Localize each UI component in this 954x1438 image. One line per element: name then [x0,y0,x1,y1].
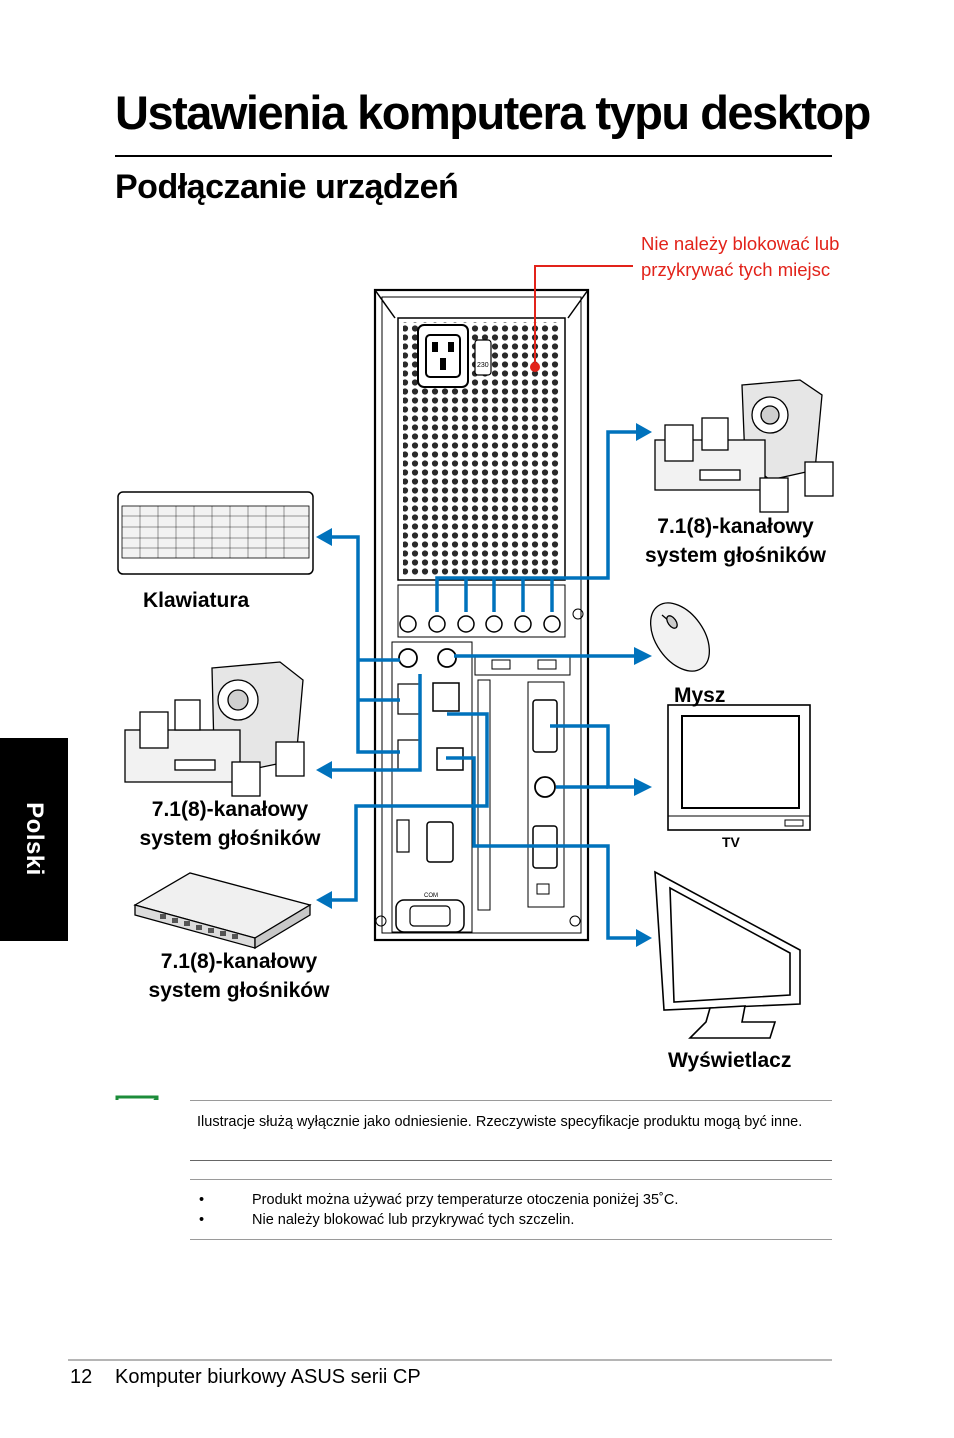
note-text: Ilustracje służą wyłącznie jako odniesie… [197,1114,803,1130]
speaker-system-illustration-left [124,661,305,797]
page-title: Ustawienia komputera typu desktop [115,86,871,139]
monitor-illustration [654,870,801,1039]
tv-label: TV [722,834,740,850]
page-footer: 12 Komputer biurkowy ASUS serii CP [70,1366,421,1389]
title-rule [115,155,832,157]
speakers-right-label-line1: 7.1(8)-kanałowy [657,515,814,538]
connector-lines [330,430,638,940]
note-rule-top [190,1100,832,1101]
section-title: Podłączanie urządzeń [115,168,459,206]
switch-label: 7.1(8)-kanałowy system głośników [133,947,345,1005]
pc-tower: 230 COM [373,288,590,942]
warning-rule-bottom [190,1239,832,1240]
footer-rule [68,1359,832,1361]
speakers-left-label-line2: system głośników [139,827,321,850]
speakers-left-label: 7.1(8)-kanałowy system głośników [124,795,336,853]
speakers-right-label: 7.1(8)-kanałowy system głośników [631,512,840,570]
warning-rule-top [190,1179,832,1180]
display-label: Wyświetlacz [668,1049,792,1072]
note-rule-bottom [190,1160,832,1161]
speaker-system-illustration-right [654,379,834,513]
warning-bullet-1: • [199,1192,205,1208]
connector-arrowheads [316,423,652,947]
switch-label-line1: 7.1(8)-kanałowy [160,950,318,973]
tv-illustration [667,704,811,831]
warning-bullet-2: • [199,1212,205,1228]
pencil-note-icon [115,1095,159,1100]
keyboard-label: Klawiatura [143,589,250,612]
warning-pointer [530,265,633,372]
voltage-label: 230 [477,362,489,369]
page-number: 12 [70,1366,93,1388]
warning-item-2: Nie należy blokować lub przykrywać tych … [252,1212,575,1228]
connection-diagram: 230 COM [115,265,834,1100]
com-port-label: COM [424,893,438,899]
warning-item-1: Produkt można używać przy temperaturze o… [252,1192,679,1208]
warning-callout: Nie należy blokować lub przykrywać tych … [641,233,840,280]
speakers-left-label-line1: 7.1(8)-kanałowy [151,798,309,821]
footer-text: Komputer biurkowy ASUS serii CP [115,1366,421,1388]
mouse-illustration [649,602,711,672]
network-switch-illustration [133,872,312,950]
language-side-tab: Polski [0,738,68,941]
mouse-label: Mysz [674,684,726,707]
keyboard-illustration [117,491,314,575]
switch-label-line2: system głośników [148,979,330,1002]
speakers-right-label-line2: system głośników [645,544,826,567]
